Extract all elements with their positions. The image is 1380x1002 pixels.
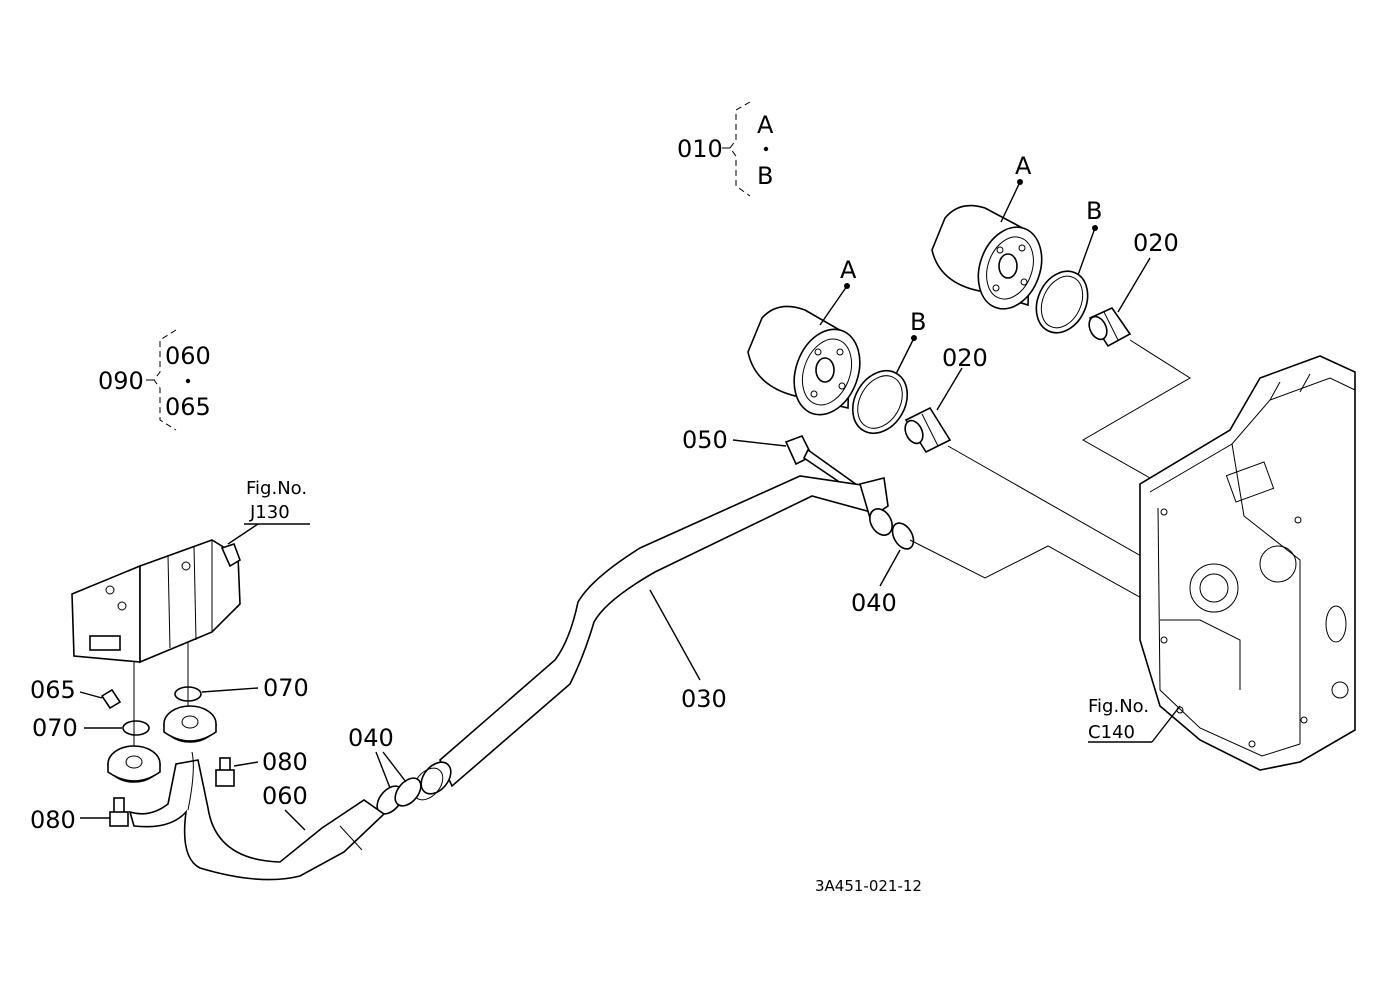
callout-030[interactable]: 030 (681, 685, 727, 713)
ref-c140-label: Fig.No. (1088, 696, 1149, 717)
callout-070-left[interactable]: 070 (32, 714, 78, 742)
nipple-lower[interactable] (902, 406, 952, 454)
callout-080-left[interactable]: 080 (30, 806, 76, 834)
oil-filter-lower[interactable] (747, 305, 871, 424)
ref-c140-number[interactable]: C140 (1088, 722, 1135, 743)
group-010-bracket (722, 101, 769, 197)
ref-j130-label: Fig.No. (246, 478, 307, 499)
callout-060-group[interactable]: 060 (165, 342, 211, 370)
callout-090[interactable]: 090 (98, 367, 144, 395)
hydraulic-pump[interactable] (71, 539, 241, 664)
callout-B-upper[interactable]: B (1086, 197, 1102, 225)
nipple-upper[interactable] (1086, 306, 1132, 348)
bolt-080-right[interactable] (215, 757, 235, 787)
gasket-upper[interactable] (1027, 263, 1098, 341)
callout-060[interactable]: 060 (262, 782, 308, 810)
callout-A-group[interactable]: A (757, 111, 774, 139)
flange-right[interactable] (163, 705, 217, 743)
callout-070-right[interactable]: 070 (263, 674, 309, 702)
o-ring-040-right[interactable] (888, 519, 918, 552)
pipe-060[interactable] (128, 751, 386, 881)
callout-080-right[interactable]: 080 (262, 748, 308, 776)
pipe-030[interactable] (407, 475, 896, 806)
callout-010[interactable]: 010 (677, 135, 723, 163)
transmission-housing[interactable] (1139, 355, 1356, 771)
callout-050[interactable]: 050 (682, 426, 728, 454)
callout-B-lower[interactable]: B (910, 308, 926, 336)
callout-020-upper[interactable]: 020 (1133, 229, 1179, 257)
bolt-080-left[interactable] (109, 797, 129, 827)
callout-A-lower[interactable]: A (840, 256, 857, 284)
ref-j130-number[interactable]: J130 (249, 502, 290, 523)
group-090-bracket (146, 329, 191, 431)
callout-040-left[interactable]: 040 (348, 724, 394, 752)
callout-040-right[interactable]: 040 (851, 589, 897, 617)
callout-B-group[interactable]: B (757, 162, 773, 190)
callout-065[interactable]: 065 (30, 676, 76, 704)
drawing-number: 3A451-021-12 (815, 877, 922, 895)
flange-left[interactable] (107, 745, 161, 783)
oil-filter-upper[interactable] (931, 204, 1053, 318)
callout-065-group[interactable]: 065 (165, 393, 211, 421)
callout-A-upper[interactable]: A (1015, 152, 1032, 180)
o-ring-070-left[interactable] (122, 720, 150, 736)
plug-065[interactable] (100, 688, 122, 710)
callout-020-lower[interactable]: 020 (942, 344, 988, 372)
